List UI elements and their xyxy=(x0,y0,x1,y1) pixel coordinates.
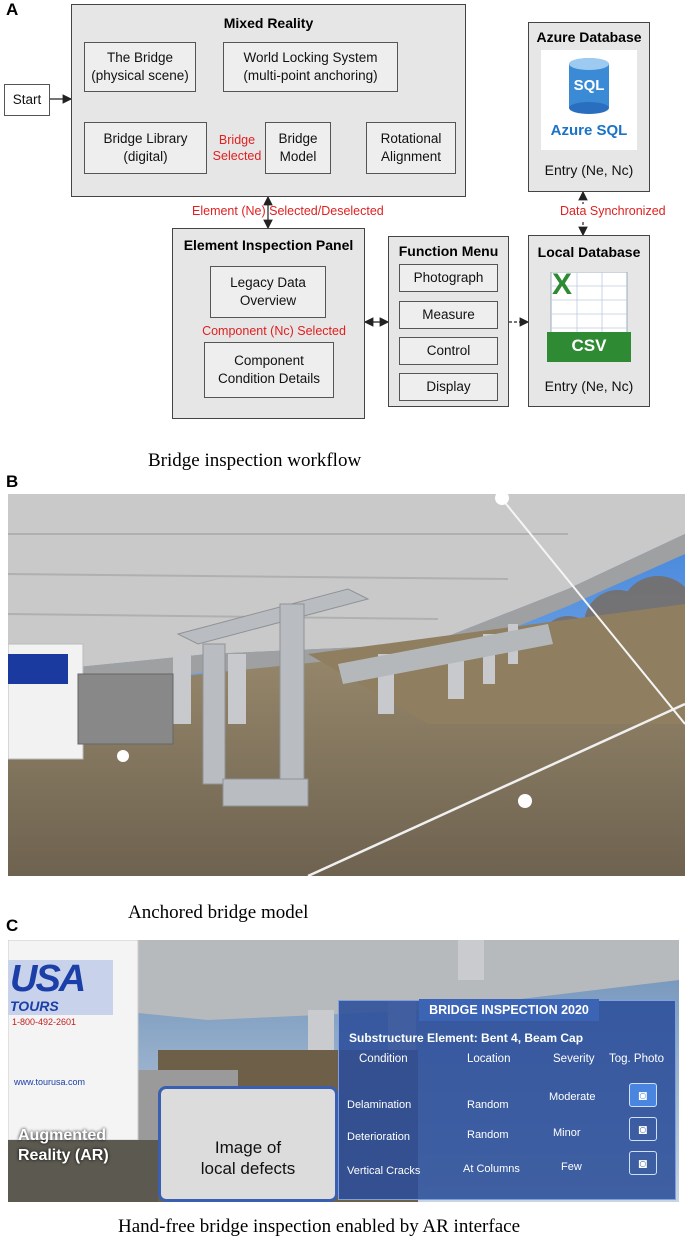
ar-panel-title: BRIDGE INSPECTION 2020 xyxy=(419,999,599,1021)
header-severity: Severity xyxy=(553,1053,595,1065)
bus-web: www.tourusa.com xyxy=(14,1077,86,1087)
ar-panel-subtitle: Substructure Element: Bent 4, Beam Cap xyxy=(349,1031,584,1045)
excel-x-text: X xyxy=(551,268,572,301)
row-1-severity: Moderate xyxy=(549,1091,596,1103)
start-node: Start xyxy=(4,84,50,116)
panel-c-letter: C xyxy=(6,916,19,935)
row-2-location: Random xyxy=(467,1129,509,1141)
sql-text: SQL xyxy=(573,77,605,94)
function-control: Control xyxy=(399,337,498,365)
local-database-title: Local Database xyxy=(537,244,641,260)
row-1-camera-icon[interactable]: ◙ xyxy=(629,1083,657,1107)
mixed-reality-title: Mixed Reality xyxy=(223,15,314,31)
row-3-severity: Few xyxy=(561,1161,582,1173)
row-3-camera-icon[interactable]: ◙ xyxy=(629,1151,657,1175)
row-3-condition: Vertical Cracks xyxy=(347,1165,421,1177)
bridge-model-node: Bridge Model xyxy=(265,122,331,174)
augmented-reality-label: Augmented Reality (AR) xyxy=(18,1127,109,1164)
header-tog-photo: Tog. Photo xyxy=(609,1053,664,1065)
row-1-location: Random xyxy=(467,1099,509,1111)
the-bridge-node: The Bridge (physical scene) xyxy=(84,42,196,92)
azure-sql-text: Azure SQL xyxy=(550,122,628,139)
azure-entry: Entry (Ne, Nc) xyxy=(544,162,634,178)
row-2-condition: Deterioration xyxy=(347,1131,410,1143)
element-inspection-title: Element Inspection Panel xyxy=(183,237,354,253)
panel-c-caption: Hand-free bridge inspection enabled by A… xyxy=(118,1216,521,1237)
ar-inspection-panel: BRIDGE INSPECTION 2020 Substructure Elem… xyxy=(338,999,676,1200)
panel-b-letter: B xyxy=(6,472,19,491)
panel-b-caption: Anchored bridge model xyxy=(128,902,309,923)
function-menu-title: Function Menu xyxy=(398,243,499,259)
bus-phone: 1-800-492-2601 xyxy=(12,1017,77,1027)
function-measure: Measure xyxy=(399,301,498,329)
header-condition: Condition xyxy=(359,1053,408,1065)
world-locking-node: World Locking System (multi-point anchor… xyxy=(223,42,398,92)
ar-interface-photo: USA TOURS 1-800-492-2601 www.tourusa.com… xyxy=(8,940,679,1202)
component-condition-node: Component Condition Details xyxy=(204,342,334,398)
row-3-location: At Columns xyxy=(463,1163,520,1175)
local-defect-window: Image of local defects xyxy=(158,1086,338,1202)
component-selected-label: Component (Nc) Selected xyxy=(196,324,352,340)
panel-a-caption: Bridge inspection workflow xyxy=(148,450,362,471)
bridge-selected-label: Bridge Selected xyxy=(212,133,262,163)
local-entry: Entry (Ne, Nc) xyxy=(544,378,634,394)
bus-sub: TOURS xyxy=(10,998,59,1014)
data-synchronized-label: Data Synchronized xyxy=(560,204,680,220)
legacy-data-node: Legacy Data Overview xyxy=(210,266,326,318)
function-display: Display xyxy=(399,373,498,401)
bus-brand: USA xyxy=(10,958,86,1000)
csv-text: CSV xyxy=(571,336,607,355)
bridge-library-node: Bridge Library (digital) xyxy=(84,122,207,174)
element-selected-label: Element (Ne) Selected/Deselected xyxy=(192,204,384,218)
azure-sql-logo: SQL Azure SQL xyxy=(541,50,637,150)
anchored-bridge-photo xyxy=(8,494,685,876)
csv-logo: X CSV xyxy=(547,268,631,364)
azure-database-title: Azure Database xyxy=(536,29,642,45)
header-location: Location xyxy=(467,1053,511,1065)
panel-a-letter: A xyxy=(6,0,19,19)
rotational-alignment-node: Rotational Alignment xyxy=(366,122,456,174)
row-1-condition: Delamination xyxy=(347,1099,412,1111)
row-2-camera-icon[interactable]: ◙ xyxy=(629,1117,657,1141)
row-2-severity: Minor xyxy=(553,1127,581,1139)
function-photograph: Photograph xyxy=(399,264,498,292)
local-defect-label: Image of local defects xyxy=(200,1138,296,1179)
